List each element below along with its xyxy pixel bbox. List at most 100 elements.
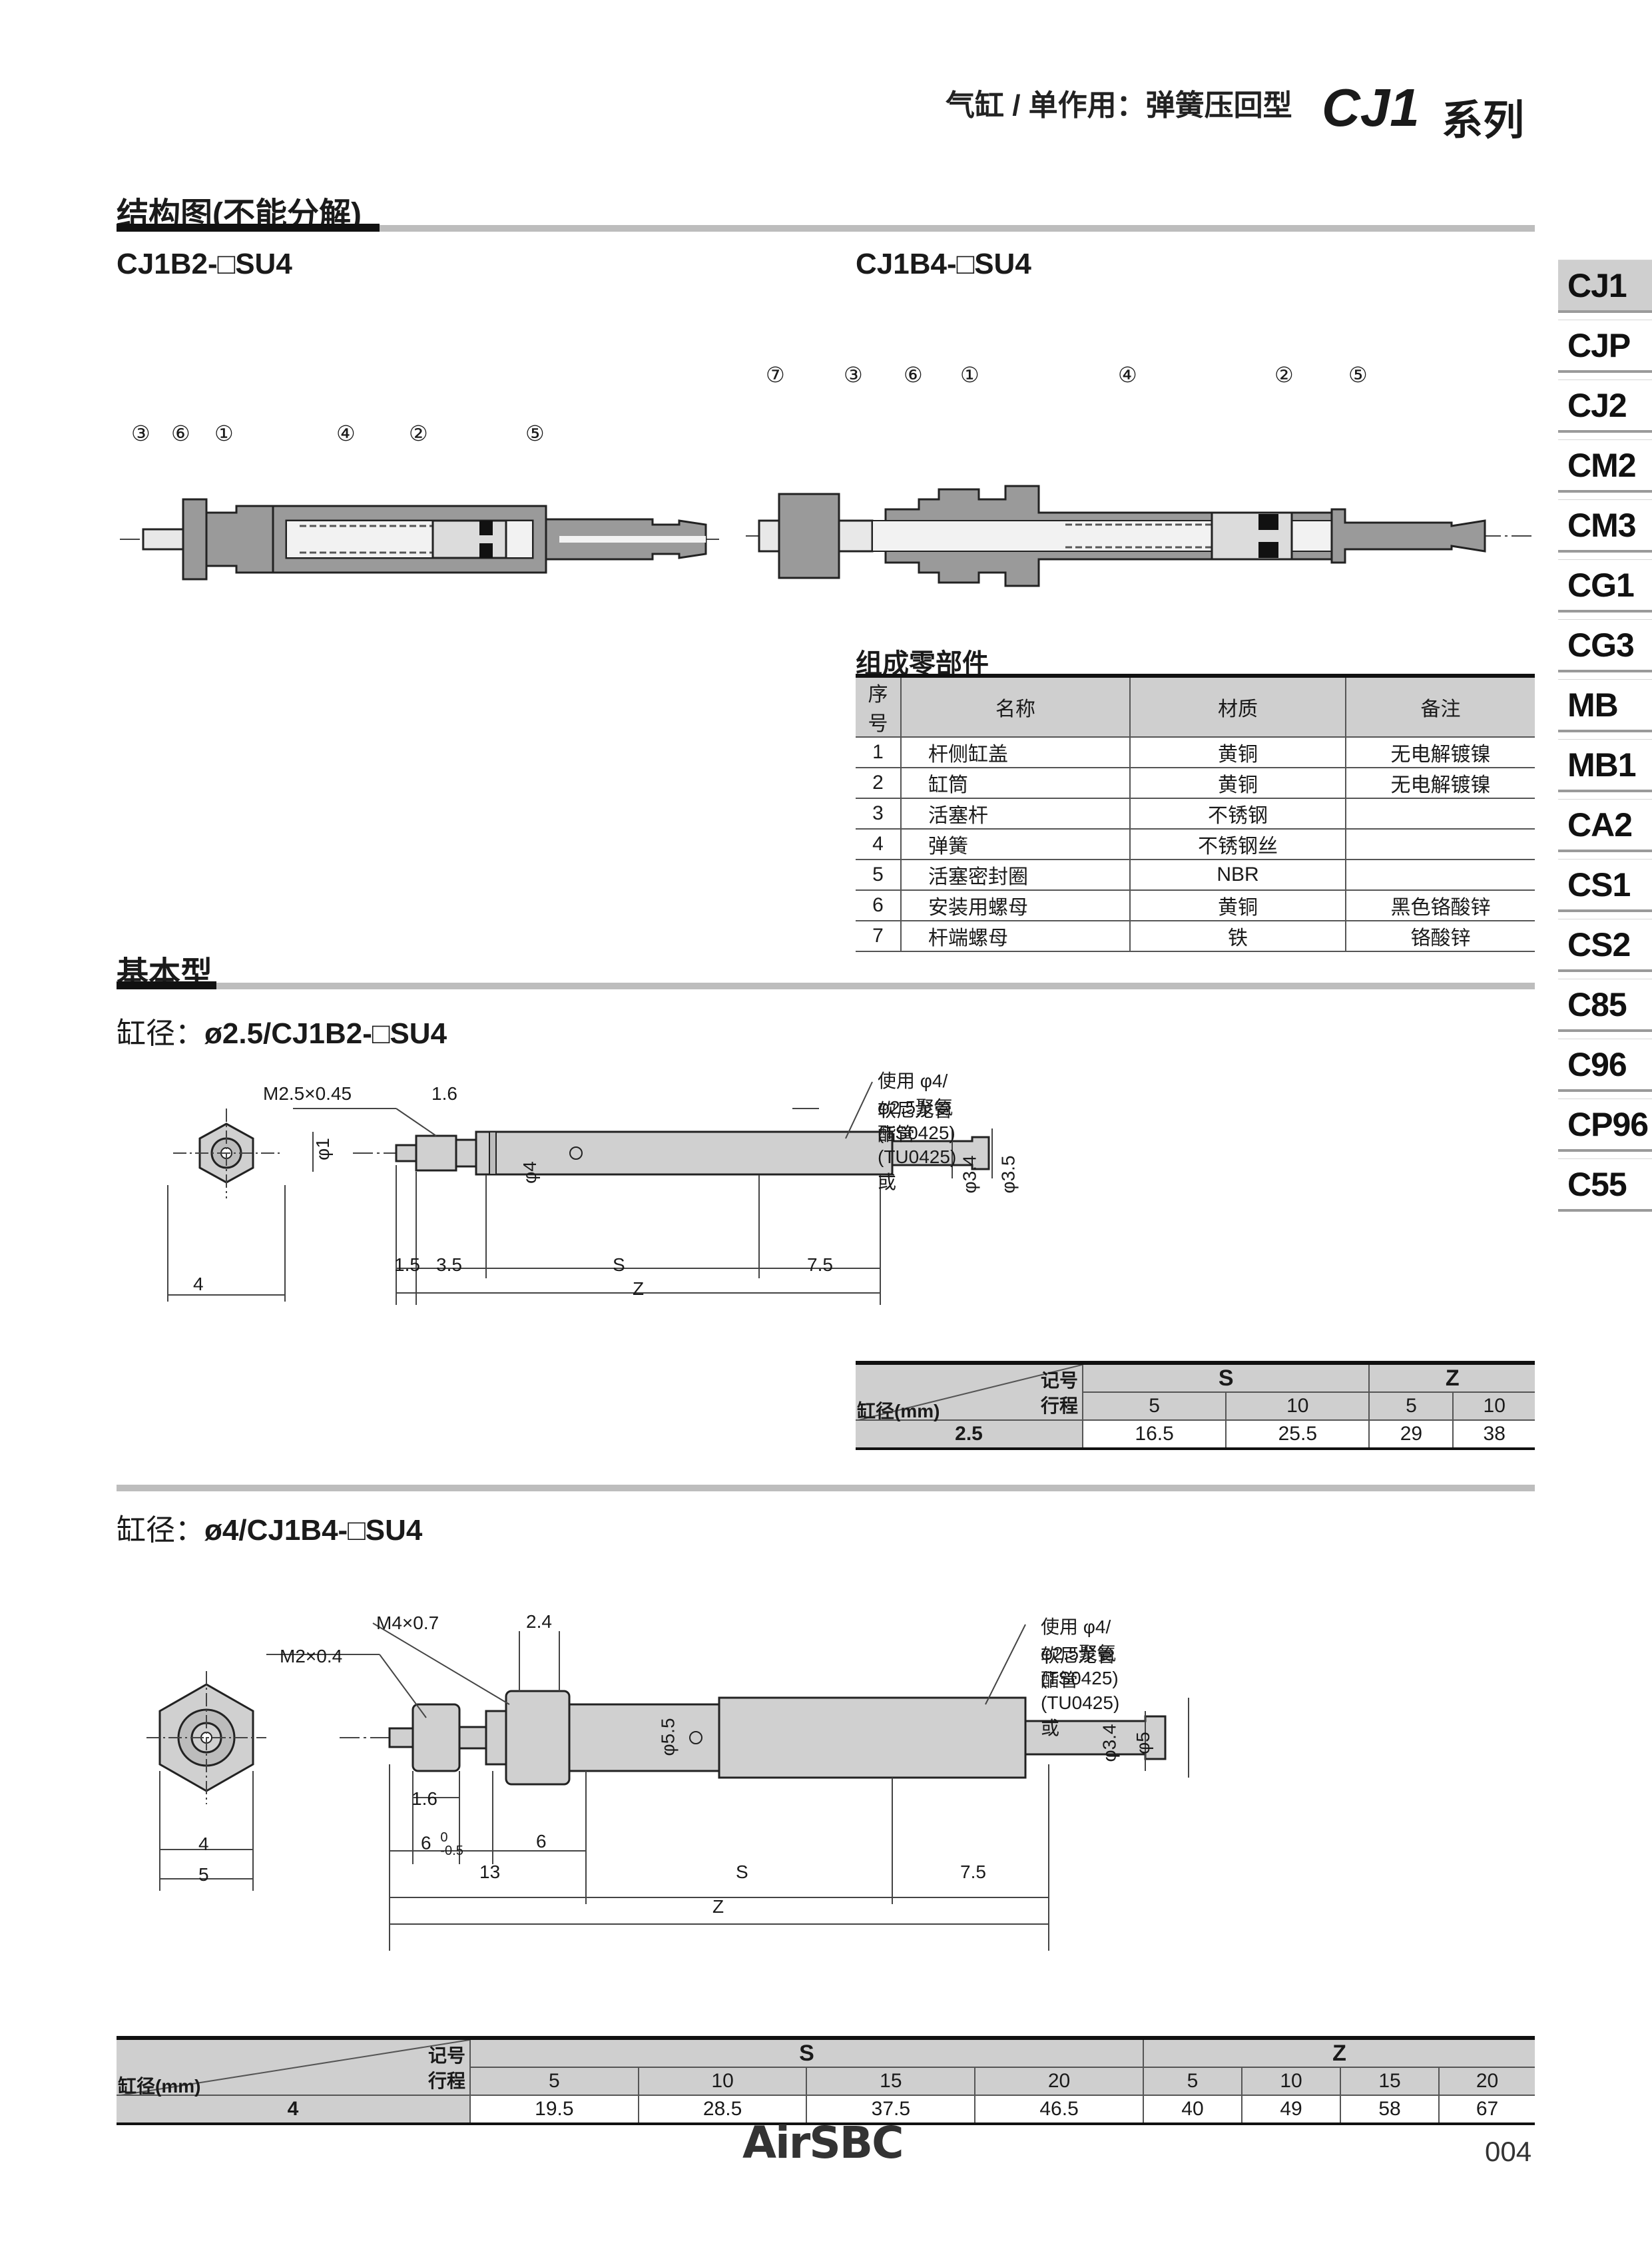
side-tab-c96[interactable]: C96: [1558, 1039, 1652, 1092]
stroke-cell: 5: [1368, 1391, 1454, 1420]
dim-6-tol: 6 0 -0.5: [421, 1831, 463, 1858]
stroke-cell: 5: [1081, 1391, 1227, 1420]
dim-thread-big: M4×0.7: [376, 1613, 439, 1633]
dim-s: S: [736, 1862, 748, 1882]
side-tab-cg3[interactable]: CG3: [1558, 619, 1652, 672]
parts-table-title: 组成零部件: [856, 649, 989, 678]
bore4-label-main: ø4/CJ1B4-□SU4: [204, 1514, 423, 1547]
dims-header-row: 记号 行程 缸径(mm) S Z: [856, 1361, 1535, 1421]
dims-header-row: 记号 行程 缸径(mm) S Z: [117, 2036, 1535, 2097]
callout-4: ④: [1118, 363, 1137, 387]
side-tab-cp96[interactable]: CP96: [1558, 1099, 1652, 1152]
tube-note-line2: 软尼龙管(TS0425): [1041, 1645, 1119, 1688]
structure-drawing-left: [120, 498, 719, 581]
callout-5: ⑤: [525, 421, 545, 445]
bore-label: 缸径(mm): [118, 2076, 201, 2097]
cell-no: 6: [856, 890, 901, 921]
dim-phi4: φ4: [519, 1161, 540, 1184]
side-tab-label: CJ2: [1567, 386, 1627, 424]
leader-line: [372, 1622, 510, 1705]
cell-name: 杆端螺母: [900, 921, 1130, 952]
bore-cell: 4: [117, 2095, 470, 2125]
side-tab-cs1[interactable]: CS1: [1558, 859, 1652, 912]
side-tab-mb[interactable]: MB: [1558, 679, 1652, 732]
cell-note: [1345, 860, 1535, 891]
cell-name: 弹簧: [900, 829, 1130, 860]
side-tab-label: CS2: [1567, 925, 1631, 963]
side-tab-cjp[interactable]: CJP: [1558, 320, 1652, 373]
section-rule-light: [380, 225, 1535, 232]
leader-line: [379, 1654, 427, 1718]
side-tab-cj1[interactable]: CJ1: [1558, 260, 1652, 313]
col-header-note: 备注: [1345, 674, 1535, 738]
leader-line: [845, 1081, 873, 1139]
side-tab-cg1[interactable]: CG1: [1558, 559, 1652, 613]
cell-note: [1345, 829, 1535, 860]
bore25-dims-table: 记号 行程 缸径(mm) S Z 5 10 5 10 2.5 16.5 25.5…: [856, 1361, 1535, 1450]
section-rule-dark: [117, 224, 380, 232]
cell-material: 黄铜: [1129, 768, 1346, 799]
stroke-cell: 10: [637, 2067, 807, 2095]
side-tab-cm2[interactable]: CM2: [1558, 439, 1652, 493]
side-tab-cj2[interactable]: CJ2: [1558, 379, 1652, 433]
callout-3: ③: [131, 421, 150, 445]
dim-6: 6: [536, 1831, 547, 1852]
stroke-cell: 20: [974, 2067, 1143, 2095]
dim-1-6: 1.6: [431, 1083, 457, 1104]
side-tab-cm3[interactable]: CM3: [1558, 499, 1652, 553]
cell-name: 杆侧缸盖: [900, 737, 1130, 768]
dim-thread-small: M2×0.4: [280, 1646, 343, 1666]
side-tab-label: C96: [1567, 1045, 1627, 1083]
dim-phi5: φ5: [1132, 1732, 1153, 1754]
callout-6: ⑥: [171, 421, 190, 445]
callout-1: ①: [960, 363, 979, 387]
leader-line: [396, 1108, 437, 1136]
page-number: 004: [1485, 2136, 1532, 2167]
side-tab-cs2[interactable]: CS2: [1558, 919, 1652, 972]
value-cell: 38: [1452, 1419, 1535, 1450]
stroke-label: 行程: [427, 2071, 465, 2091]
cell-no: 4: [856, 829, 901, 860]
cell-material: 铁: [1129, 921, 1346, 952]
side-tab-c85[interactable]: C85: [1558, 979, 1652, 1032]
corner-diagonal: [856, 1365, 1082, 1421]
side-tab-ca2[interactable]: CA2: [1558, 799, 1652, 852]
stroke-cell: 15: [1340, 2067, 1440, 2095]
cell-no: 2: [856, 768, 901, 799]
cell-note: 黑色铬酸锌: [1345, 890, 1535, 921]
tube-mark: [569, 1146, 583, 1160]
rod-cover: [568, 1703, 720, 1772]
bore-label: 缸径(mm): [857, 1401, 940, 1421]
code-label: 记号: [1040, 1370, 1078, 1391]
tube-ring: [489, 1131, 497, 1175]
dims-stroke-row: 5 10 15 20 5 10 15 20: [117, 2067, 1535, 2095]
col-header-material: 材质: [1129, 674, 1346, 738]
tube-note-line1: 使用 φ4/φ2.5聚氨酯管(TU0425)或: [1041, 1617, 1120, 1738]
side-tab-mb1[interactable]: MB1: [1558, 739, 1652, 792]
spring: [1065, 523, 1212, 549]
rod-tip: [388, 1727, 414, 1748]
leader-line: [985, 1624, 1026, 1705]
cell-material: 不锈钢: [1129, 798, 1346, 830]
table-row: 2.5 16.5 25.5 29 38: [856, 1419, 1535, 1450]
piston-seal-bottom: [479, 543, 493, 558]
value-cell: 37.5: [806, 2095, 975, 2125]
bore25-label-main: ø2.5/CJ1B2-□SU4: [204, 1017, 447, 1050]
side-tab-label: MB1: [1567, 746, 1637, 784]
cell-material: 黄铜: [1129, 737, 1346, 768]
dim-1-5: 1.5: [394, 1254, 420, 1275]
dim-4: 4: [193, 1274, 204, 1294]
right-model-label: CJ1B4-□SU4: [856, 248, 1031, 280]
dim-5: 5: [198, 1864, 209, 1885]
cell-no: 1: [856, 737, 901, 768]
value-cell: 16.5: [1081, 1419, 1227, 1450]
dim-s: S: [613, 1254, 625, 1275]
bore25-label-prefix: 缸径：: [117, 1017, 204, 1050]
side-tab-label: CS1: [1567, 866, 1631, 903]
cell-note: 铬酸锌: [1345, 921, 1535, 952]
side-tab-c55[interactable]: C55: [1558, 1158, 1652, 1212]
callout-2: ②: [1274, 363, 1294, 387]
